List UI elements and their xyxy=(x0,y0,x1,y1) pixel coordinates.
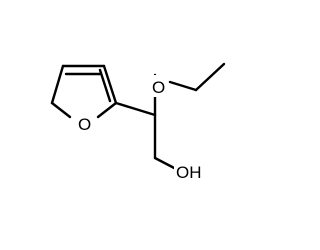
ether-oxygen-halo xyxy=(149,75,168,97)
furan-oxygen-label: O xyxy=(78,115,91,134)
molecule-diagram: O O OH xyxy=(50,62,226,182)
bond-ethyl-methyl xyxy=(194,62,226,92)
bond-ring-c3-c4 xyxy=(102,64,118,105)
structure-svg: O O OH xyxy=(50,62,226,182)
hydroxyl-label: OH xyxy=(176,163,202,182)
bond-ring-o-c5-left xyxy=(50,101,72,119)
ether-oxygen-label: O xyxy=(152,78,165,97)
bond-ring-o-c5 xyxy=(50,64,65,105)
bond-ring-c4-c5-double xyxy=(98,68,112,103)
bond-ring-c4-o xyxy=(96,101,118,119)
bond-furan-chiral xyxy=(114,101,157,117)
bond-ether-o-ethyl xyxy=(168,80,198,92)
furan-ring xyxy=(50,64,118,119)
furan-oxygen-halo xyxy=(74,112,93,134)
hydroxyl-halo xyxy=(174,160,208,182)
